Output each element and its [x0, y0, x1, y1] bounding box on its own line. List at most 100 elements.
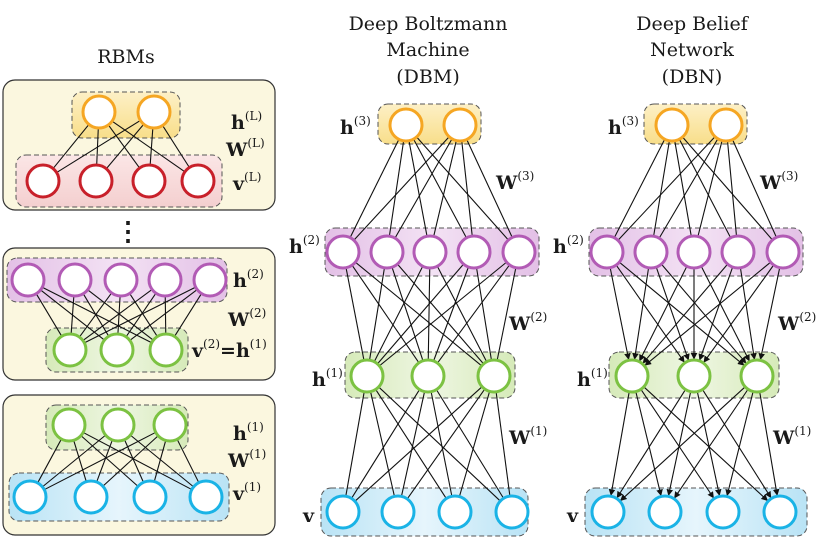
dbn-w1-edge	[666, 391, 692, 497]
rbm-top-visible-unit-1	[25, 163, 61, 199]
dbm-h2-unit-1	[325, 234, 361, 270]
dbn-v-box	[584, 487, 808, 537]
rbm-bot-edge	[42, 434, 106, 488]
dbm-w1-edge	[406, 388, 486, 500]
dbn-w2-edge	[642, 263, 729, 364]
dbm-h1-unit-2	[410, 358, 446, 394]
dbn-w2-edge	[698, 266, 734, 361]
dbm-w2-edge	[369, 267, 385, 361]
dbn-label-W1: W(1)	[772, 424, 811, 449]
dbn-labels: h(3) h(2) h(1) v W(3) W(2) W(1)	[553, 114, 816, 527]
dbn-w3-edge	[653, 140, 670, 237]
dbm-label-W2: W(2)	[508, 310, 547, 335]
label-W-L: W(L)	[225, 136, 265, 161]
dbn-w2-edge	[758, 267, 781, 361]
dbm-w2-edge	[373, 266, 424, 362]
rbm-mid-edge	[129, 293, 158, 337]
dbm-title-line1: Deep Boltzmann	[349, 13, 508, 35]
rbm-mid-visible-unit-1	[52, 332, 88, 368]
rbm-bot-visible-unit-2	[73, 479, 109, 515]
dbn-label-h3: h(3)	[608, 114, 639, 139]
dbn-label-v: v	[566, 505, 579, 527]
rbm-mid-hidden-unit-1	[10, 262, 46, 298]
dbn-title-line3: (DBN)	[662, 66, 723, 88]
dbn-v-unit-4	[762, 494, 798, 530]
dbn-w2-edge	[703, 264, 775, 363]
dbn-w3-edge	[674, 140, 692, 237]
rbm-bot-edge	[153, 440, 167, 482]
label-h-2: h(2)	[233, 267, 264, 292]
dbm-w2-edge	[496, 267, 517, 361]
dbm-w2-edge	[436, 265, 488, 363]
rbm-mid-edge	[87, 289, 154, 341]
dbn-h3-unit-1	[654, 107, 690, 143]
label-h-1: h(1)	[233, 420, 264, 445]
dbn-w3-edge	[613, 138, 666, 239]
dbn-title-line2: Network	[650, 39, 734, 61]
dbn-w2-edge	[700, 266, 750, 362]
rbm-top-edge	[107, 124, 141, 169]
rbm-mid-edge	[70, 295, 75, 335]
dbm-w2-edge	[391, 267, 424, 361]
dbm-w2-edge	[437, 264, 510, 364]
dbn-w3-edge	[678, 138, 732, 239]
rbm-mid-hidden-unit-2	[57, 262, 93, 298]
dbm-w3-edge	[416, 136, 509, 241]
dbn-w1-edge	[702, 389, 772, 499]
dbn-v-unit-3	[705, 494, 741, 530]
dbm-w3-edge	[433, 140, 457, 237]
dbn-w1-edge	[608, 391, 630, 496]
rbm-top-edge	[162, 125, 190, 168]
rbm-top-labels: h(L) W(L) v(L)	[225, 109, 265, 195]
dbm-w3-edge	[413, 138, 467, 239]
dbn-w3-edge	[658, 138, 719, 239]
dbn-h2-unit-2	[633, 234, 669, 270]
dbm-w3-edge	[388, 140, 405, 237]
dbm-v-unit-2	[380, 494, 416, 530]
dbn-w2-edge	[615, 264, 685, 363]
rbm-mid-edge	[42, 286, 152, 344]
dbm-w1-edge	[375, 389, 447, 499]
rbm-mid-edge	[129, 289, 198, 341]
dbm-w2-edge	[351, 264, 420, 364]
dbn-label-h2: h(2)	[553, 233, 584, 258]
dbm-w3-edge	[461, 140, 473, 237]
rbm-mid-visible-unit-2	[99, 332, 135, 368]
rbm-mid-hidden-unit-3	[103, 262, 139, 298]
dbn-v-unit-2	[647, 494, 683, 530]
dbn-w1-edge	[640, 388, 715, 499]
dbm-h3-unit-2	[442, 107, 478, 143]
dbm-label-h2: h(2)	[289, 233, 320, 258]
dbm-h3-unit-1	[388, 107, 424, 143]
dbn-h1-unit-2	[676, 358, 712, 394]
dbm-h2-unit-5	[501, 234, 537, 270]
nodes	[10, 94, 801, 530]
rbm-mid-edge	[35, 293, 63, 337]
label-W-2: W(2)	[227, 306, 266, 331]
rbm-top-edge	[111, 120, 186, 173]
dbn-h2-unit-4	[720, 234, 756, 270]
rbm-mid-edge	[117, 295, 121, 335]
dbn-w2-edge	[655, 266, 690, 361]
rbms-title: RBMs	[97, 46, 154, 68]
rbm-bot-visible-box	[8, 472, 230, 522]
dbm-w2-edge	[377, 263, 464, 365]
dbn-w2-edge	[632, 267, 650, 360]
dbn-h2-unit-5	[765, 234, 801, 270]
rbm-mid-hidden-unit-4	[147, 262, 183, 298]
dbm-w1-edge	[430, 391, 453, 497]
label-W-1: W(1)	[227, 447, 266, 472]
dbn-title-line1: Deep Belief	[636, 13, 750, 35]
rbm-top-visible-box	[15, 154, 223, 208]
rbm-mid-hidden-unit-5	[192, 262, 228, 298]
label-h-L: h(L)	[231, 109, 262, 134]
rbm-bot-edge	[73, 440, 87, 482]
dbn-w1-edge	[616, 389, 686, 499]
dbm-w1-edge	[458, 391, 491, 497]
rbm-mid-visible-unit-3	[148, 332, 184, 368]
dbm-w3-edge	[353, 136, 450, 241]
dbn-w1-edge	[620, 386, 746, 501]
rbm-top-edge	[56, 119, 141, 174]
dbm-w1-edge	[378, 386, 501, 502]
dbm-h1-unit-1	[349, 358, 385, 394]
